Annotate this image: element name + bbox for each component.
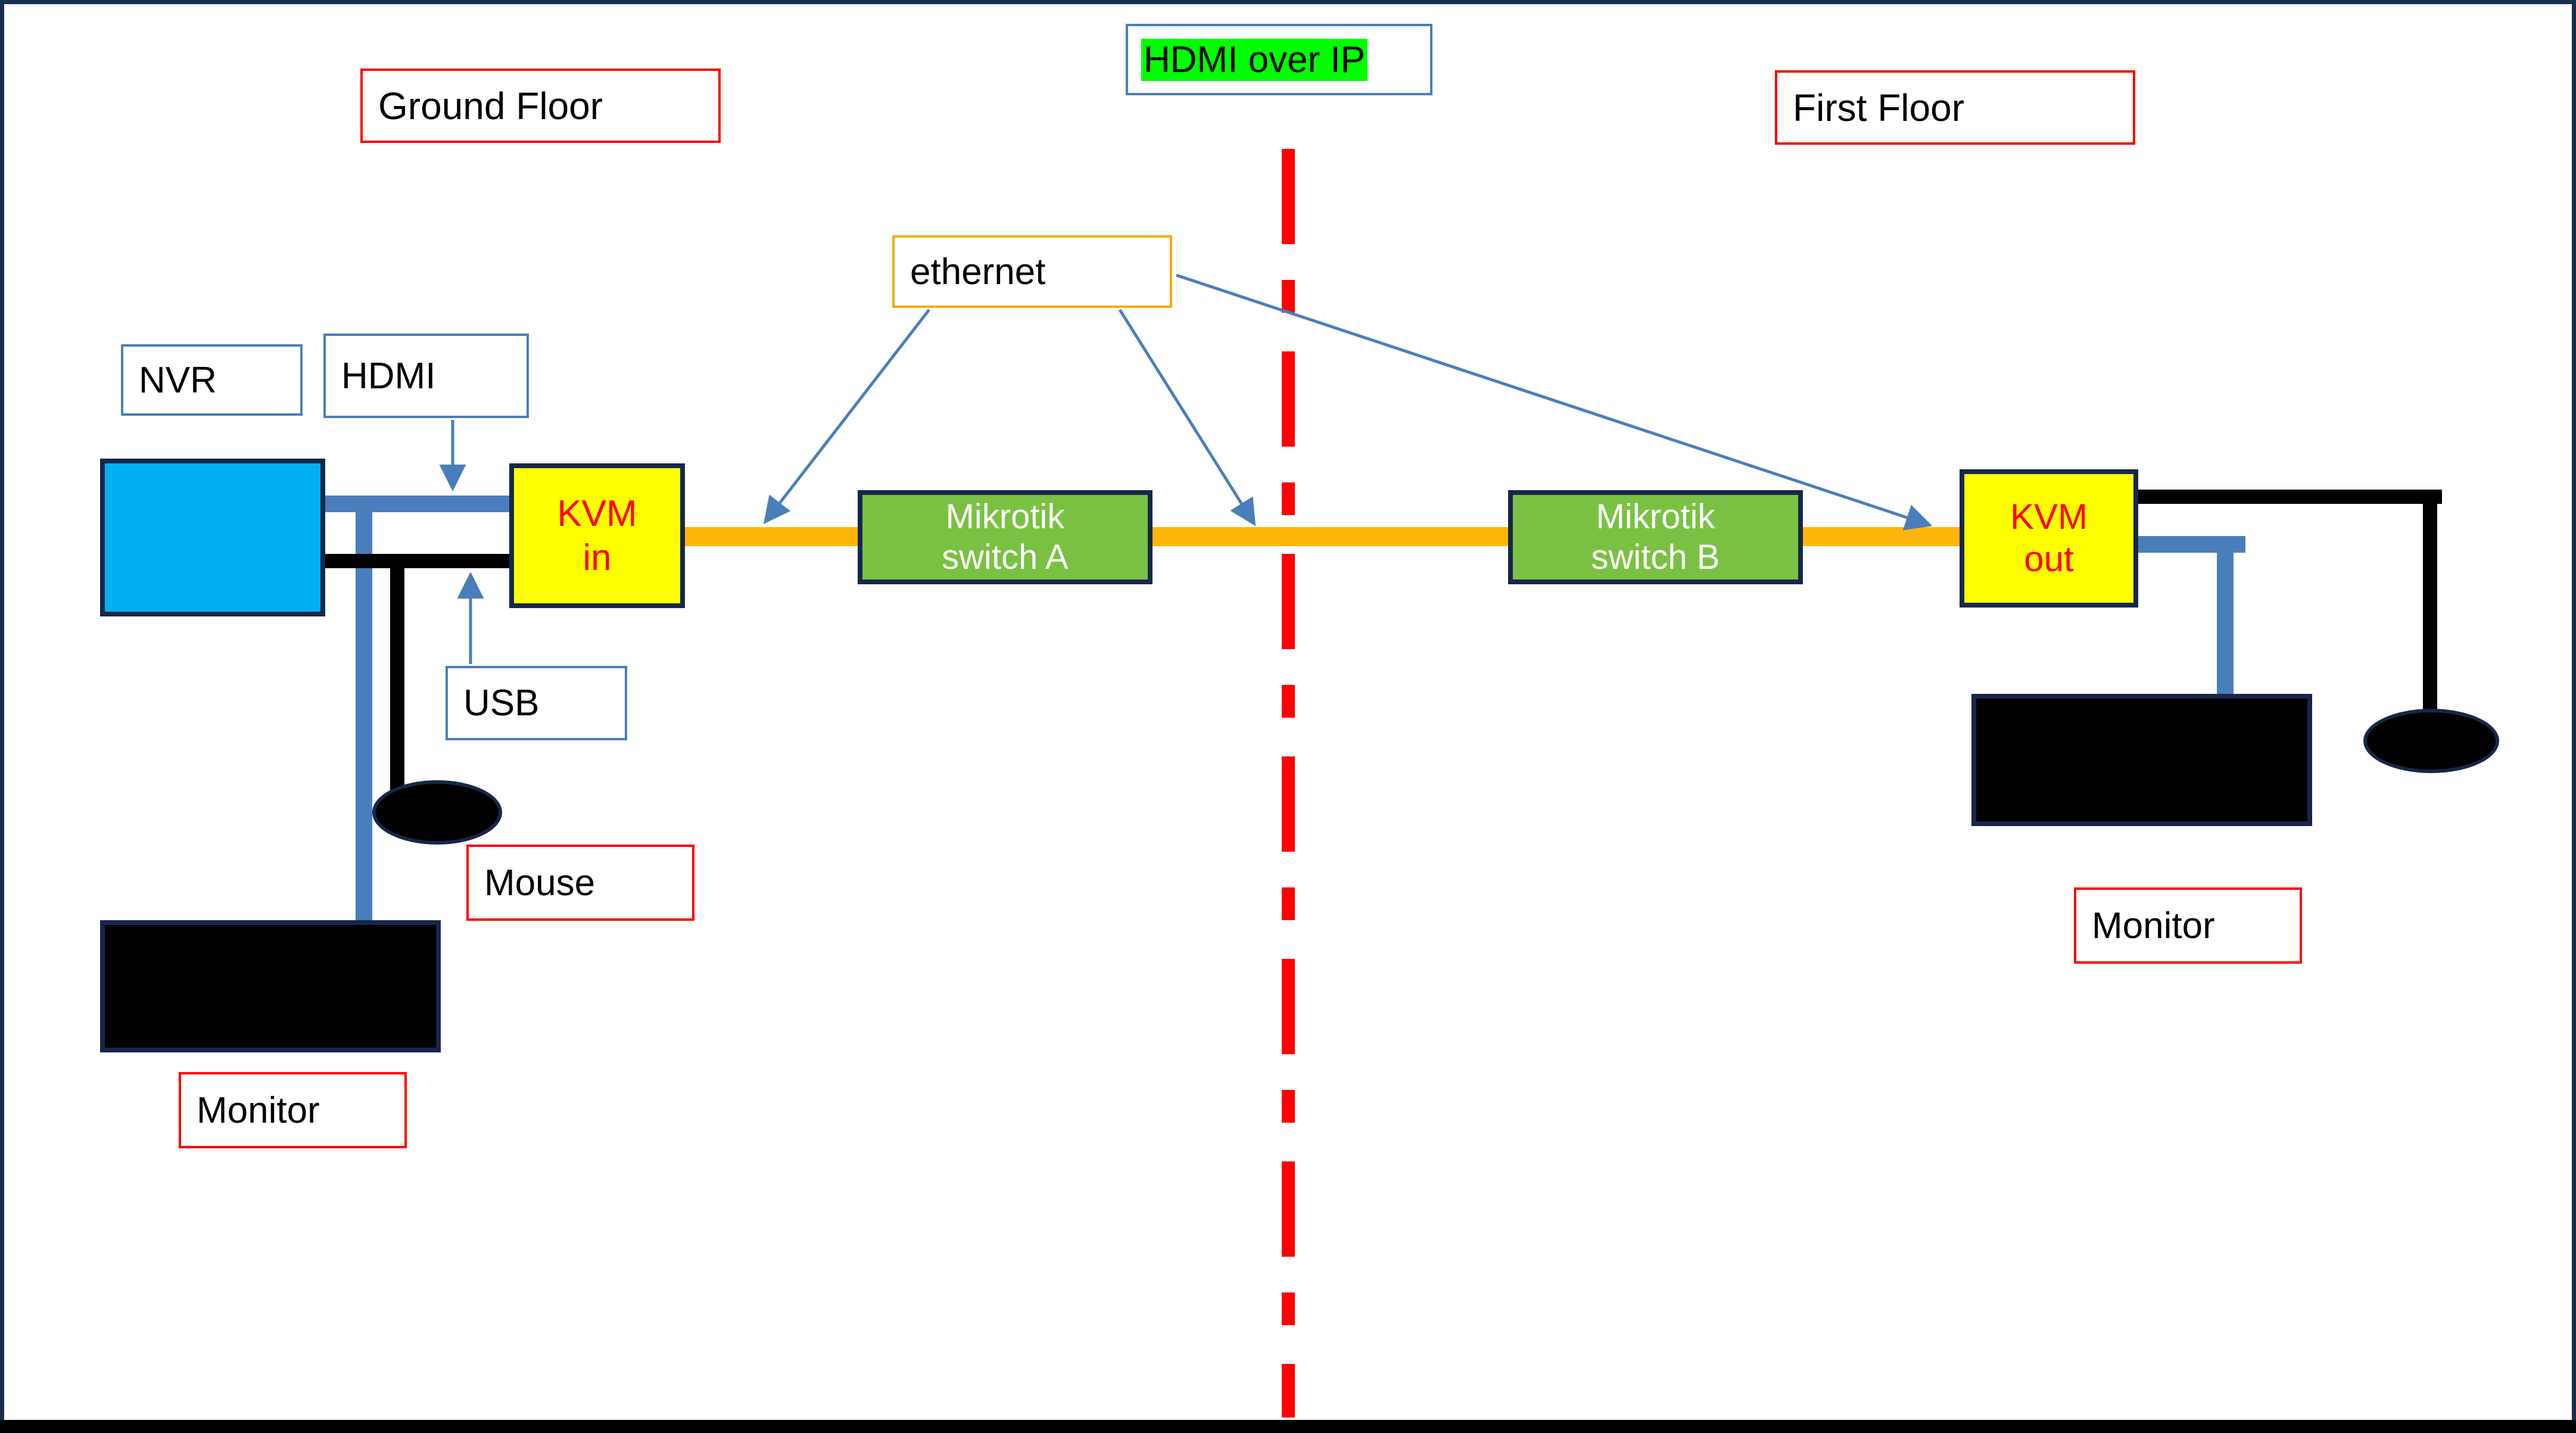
mouse-right-device[interactable] [2363, 709, 2499, 773]
ethernet-arrow-middle [1118, 309, 1256, 527]
hdmi-over-ip-text: HDMI over IP [1141, 38, 1368, 81]
first-floor-label: First Floor [1775, 70, 2135, 145]
mikrotik-switch-b-device[interactable]: Mikrotik switch B [1508, 490, 1803, 584]
usb-out-cable-horizontal [2138, 490, 2442, 504]
hdmi-label: HDMI [323, 334, 529, 418]
kvm-out-line1: KVM [2010, 497, 2088, 537]
hdmi-over-ip-callout: HDMI over IP [1126, 24, 1432, 95]
nvr-label: NVR [121, 344, 303, 416]
mikrotik-switch-a-device[interactable]: Mikrotik switch A [858, 490, 1152, 584]
switch-b-line2: switch B [1591, 538, 1720, 577]
kvm-out-device[interactable]: KVM out [1960, 469, 2138, 608]
usb-out-cable-to-mouse [2423, 490, 2437, 719]
hdmi-out-cable-to-monitor [2217, 536, 2234, 697]
switch-a-line1: Mikrotik [945, 497, 1065, 536]
usb-label: USB [446, 666, 627, 740]
ground-floor-label: Ground Floor [360, 68, 721, 143]
ethernet-cable-kvmin-to-switcha [682, 527, 879, 546]
mouse-left-device[interactable] [372, 780, 502, 845]
kvm-out-line2: out [2024, 539, 2074, 579]
usb-cable-to-mouse [390, 554, 404, 798]
monitor-left-device[interactable] [100, 920, 441, 1052]
ethernet-label: ethernet [892, 235, 1172, 308]
monitor-right-device[interactable] [1971, 694, 2312, 826]
kvm-in-line2: in [583, 537, 612, 578]
mouse-label: Mouse [466, 845, 694, 921]
kvm-in-line1: KVM [557, 493, 637, 535]
bottom-bar [0, 1420, 2576, 1433]
kvm-in-device[interactable]: KVM in [509, 463, 685, 608]
nvr-device[interactable] [100, 459, 325, 616]
ethernet-arrow-left [763, 309, 930, 524]
switch-b-line1: Mikrotik [1596, 497, 1715, 536]
monitor-right-label: Monitor [2074, 887, 2302, 964]
switch-a-line2: switch A [942, 538, 1069, 577]
monitor-left-label: Monitor [179, 1072, 407, 1148]
